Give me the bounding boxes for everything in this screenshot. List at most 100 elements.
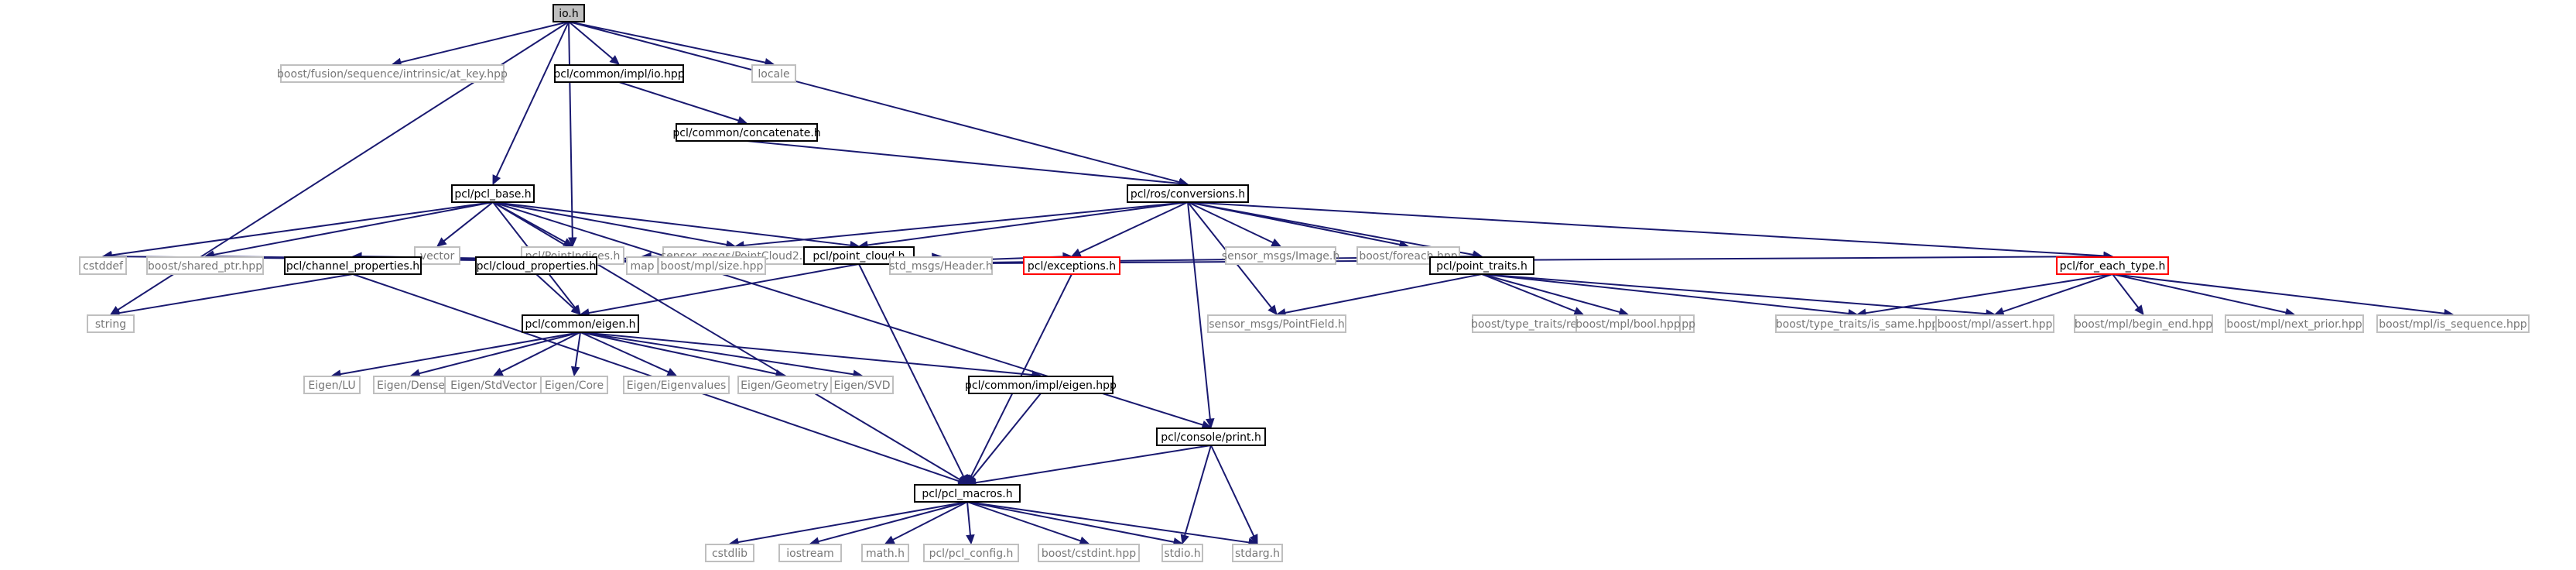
node-box: [1232, 544, 1283, 562]
edge-pcl_base-to-pointcloud2: [492, 201, 727, 246]
node-label: vector: [420, 250, 455, 263]
node-impl-eigen[interactable]: pcl/common/impl/eigen.hpp: [965, 376, 1117, 394]
edge-arrowhead-io-to-pcl_base: [492, 174, 501, 186]
edge-pcl_base-to-cstddef: [111, 201, 494, 256]
node-conversions[interactable]: pcl/ros/conversions.h: [1127, 184, 1249, 203]
node-label: boost/cstdint.hpp: [1042, 548, 1136, 560]
node-pcl-config: pcl/pcl_config.h: [923, 544, 1019, 562]
node-io[interactable]: io.h: [552, 4, 585, 22]
node-pcl-base[interactable]: pcl/pcl_base.h: [451, 184, 535, 203]
edge-io-to-locale: [568, 21, 766, 64]
node-label: pcl/ros/conversions.h: [1131, 188, 1245, 201]
node-box: [552, 4, 585, 22]
node-box: [923, 544, 1019, 562]
edge-concatenate-to-conversions: [746, 140, 1180, 184]
node-pointfield: sensor_msgs/PointField.h: [1207, 314, 1346, 333]
node-label: pcl/common/concatenate.h: [672, 127, 820, 139]
node-is-same: boost/type_traits/is_same.hpp: [1775, 314, 1939, 333]
node-next-prior: boost/mpl/next_prior.hpp: [2225, 314, 2364, 333]
node-point-cloud[interactable]: pcl/point_cloud.h: [803, 246, 915, 265]
node-box: [280, 64, 505, 83]
edge-arrowhead-pcl_macros-to-math: [884, 535, 895, 544]
node-label: Eigen/Core: [545, 379, 604, 392]
node-label: pcl/pcl_macros.h: [922, 488, 1012, 500]
node-begin-end: boost/mpl/begin_end.hpp: [2074, 314, 2213, 333]
edge-eigen-to-eigen_eigenvalues: [580, 331, 669, 373]
node-box: [87, 314, 135, 333]
node-box: [676, 123, 818, 142]
node-box: [451, 184, 535, 203]
node-string: string: [87, 314, 135, 333]
node-map: map: [626, 256, 659, 275]
node-label: boost/mpl/bool.hpp: [1575, 318, 1681, 331]
node-pcl-macros[interactable]: pcl/pcl_macros.h: [914, 484, 1021, 503]
node-concatenate[interactable]: pcl/common/concatenate.h: [672, 123, 821, 142]
node-box: [1575, 314, 1681, 333]
edge-conversions-to-exceptions: [1079, 201, 1189, 254]
edge-point_traits-to-mpl_bool: [1481, 273, 1620, 314]
edge-arrowhead-point_traits-to-remove_extents: [1573, 307, 1585, 316]
node-mpl-bool: boost/mpl/bool.hpp: [1575, 314, 1681, 333]
node-channel-props[interactable]: pcl/channel_properties.h: [284, 256, 422, 275]
node-box: [914, 484, 1021, 503]
edge-exceptions-to-pcl_macros: [970, 273, 1072, 477]
node-eigen-stdvector: Eigen/StdVector: [444, 376, 543, 394]
node-eigen-svd: Eigen/SVD: [830, 376, 894, 394]
edge-arrowhead-for_each_type-to-mpl_assert: [1993, 307, 2005, 316]
node-eigen[interactable]: pcl/common/eigen.h: [522, 314, 639, 333]
node-impl-io[interactable]: pcl/common/impl/io.hpp: [553, 64, 685, 83]
node-cloud-props[interactable]: pcl/cloud_properties.h: [475, 256, 597, 275]
edge-pcl_macros-to-stdarg: [966, 501, 1250, 544]
edge-arrowhead-eigen-to-eigen_eigenvalues: [666, 368, 678, 376]
node-box: [658, 256, 766, 275]
edge-conversions-to-point_traits: [1187, 201, 1474, 256]
node-box: [1935, 314, 2054, 333]
node-label: locale: [758, 68, 789, 81]
edge-pcl_base-to-shared_ptr: [213, 201, 494, 256]
node-label: pcl/common/eigen.h: [525, 318, 635, 331]
node-box: [2056, 256, 2169, 275]
node-label: pcl/channel_properties.h: [286, 260, 419, 273]
node-math: math.h: [861, 544, 909, 562]
node-box: [146, 256, 264, 275]
edge-impl_eigen-to-pcl_macros: [972, 393, 1042, 479]
node-label: boost/shared_ptr.hpp: [148, 260, 262, 273]
node-header: std_msgs/Header.h: [889, 256, 993, 275]
node-label: pcl/point_traits.h: [1436, 260, 1527, 273]
edge-io-to-point_indices: [568, 21, 573, 239]
edge-pcl_base-to-vector: [443, 201, 494, 242]
node-stdarg: stdarg.h: [1232, 544, 1283, 562]
edge-arrowhead-conversions-to-print: [1206, 417, 1215, 429]
node-box: [1156, 428, 1266, 446]
edge-eigen-to-impl_eigen: [580, 331, 1033, 376]
edge-pcl_macros-to-stdio: [966, 501, 1175, 543]
node-for-each-type[interactable]: pcl/for_each_type.h: [2056, 256, 2169, 275]
node-label: pcl/pcl_base.h: [454, 188, 531, 201]
edge-io-to-at_key: [400, 21, 570, 64]
node-box: [554, 64, 684, 83]
node-print[interactable]: pcl/console/print.h: [1156, 428, 1266, 446]
node-label: boost/mpl/assert.hpp: [1938, 318, 2053, 331]
node-cstdint: boost/cstdint.hpp: [1038, 544, 1140, 562]
node-vector: vector: [414, 246, 460, 265]
edge-arrowhead-print-to-stdarg: [1249, 534, 1258, 545]
node-box: [522, 314, 639, 333]
edge-io-to-impl_io: [568, 21, 614, 60]
edge-io-to-pcl_base: [495, 21, 570, 177]
node-box: [475, 256, 597, 275]
node-point-traits[interactable]: pcl/point_traits.h: [1429, 256, 1534, 275]
node-label: pcl/console/print.h: [1161, 431, 1261, 444]
edge-arrowhead-eigen-to-eigen_stdvector: [492, 367, 504, 376]
edge-point_cloud-to-pcl_macros: [858, 263, 965, 477]
edge-pcl_macros-to-iostream: [818, 501, 968, 543]
node-box: [303, 376, 361, 394]
edge-for_each_type-to-begin_end: [2112, 273, 2140, 308]
node-exceptions[interactable]: pcl/exceptions.h: [1023, 256, 1120, 275]
node-box: [1225, 246, 1336, 265]
node-label: pcl/common/impl/eigen.hpp: [965, 379, 1117, 392]
node-label: string: [95, 318, 126, 331]
node-shared-ptr: boost/shared_ptr.hpp: [146, 256, 264, 275]
edge-arrowhead-print-to-stdio: [1180, 534, 1189, 545]
edge-io-to-conversions: [568, 21, 1180, 184]
